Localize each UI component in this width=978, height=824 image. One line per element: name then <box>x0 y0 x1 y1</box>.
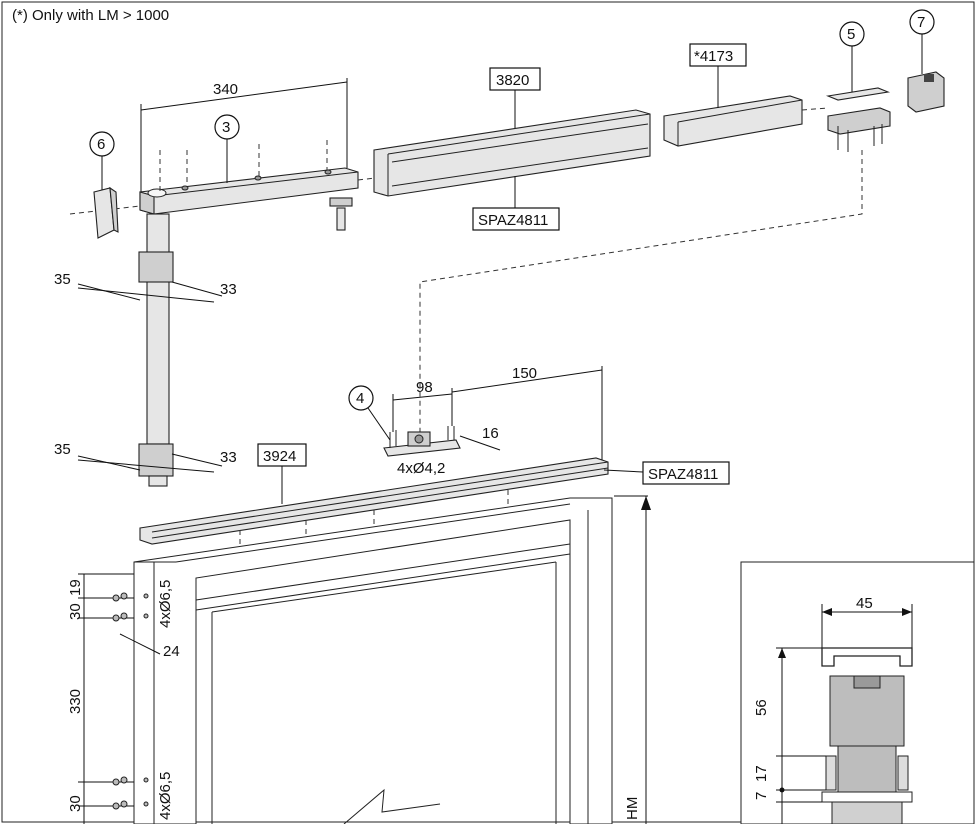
dim-holes-upper: 35 33 <box>54 271 237 303</box>
callout-7-label: 7 <box>917 14 925 31</box>
section-detail: 45 56 17 7 <box>740 561 975 824</box>
dim-label-330: 330 <box>67 689 84 714</box>
label-3820: 3820 <box>496 72 529 89</box>
section-label-45: 45 <box>856 595 873 612</box>
dim-frame-left: 19 30 330 30 4xØ6,5 4xØ6,5 24 <box>67 573 180 824</box>
dim-label-24: 24 <box>163 643 180 660</box>
label-4173: *4173 <box>694 48 733 65</box>
dim-label-30-top: 30 <box>67 603 84 620</box>
dim-label-35-lower: 35 <box>54 441 71 458</box>
dashed-leader <box>419 150 863 432</box>
dim-label-hm: HM <box>624 797 641 820</box>
dim-label-35-upper: 35 <box>54 271 71 288</box>
track-3924: 3924 SPAZ4811 <box>139 443 730 548</box>
dim-label-98: 98 <box>416 379 433 396</box>
axis-line-mid <box>357 177 376 181</box>
section-label-17: 17 <box>753 765 770 782</box>
label-spaz4811-top: SPAZ4811 <box>478 212 548 229</box>
callout-4-label: 4 <box>356 390 364 407</box>
axis-line-left <box>69 205 141 215</box>
end-cap-part-6: 6 <box>89 131 119 239</box>
dim-label-340: 340 <box>213 81 238 98</box>
callout-3: 3 <box>214 114 240 183</box>
door-frame <box>133 497 613 824</box>
rail-4173: *4173 <box>663 43 803 147</box>
dim-label-holes-upper: 4xØ6,5 <box>157 580 174 628</box>
callout-6-label: 6 <box>97 136 105 153</box>
bracket-assembly <box>138 167 359 487</box>
section-label-56: 56 <box>753 699 770 716</box>
dim-label-150: 150 <box>512 365 537 382</box>
rail-3820: 3820 SPAZ4811 <box>373 67 651 231</box>
end-block-part-7: 7 <box>907 9 945 113</box>
dim-label-holes-trolley: 4xØ4,2 <box>397 460 445 477</box>
dim-label-33-lower: 33 <box>220 449 237 466</box>
dim-height: HM <box>614 495 651 824</box>
note-text: (*) Only with LM > 1000 <box>12 7 169 24</box>
dim-label-16: 16 <box>482 425 499 442</box>
axis-line-right <box>801 107 829 111</box>
stopper-part-5: 5 <box>825 21 891 152</box>
section-label-7: 7 <box>753 792 770 800</box>
dim-label-33-upper: 33 <box>220 281 237 298</box>
dim-label-19: 19 <box>67 579 84 596</box>
dim-holes-lower: 35 33 <box>54 441 237 473</box>
callout-5-label: 5 <box>847 26 855 43</box>
label-spaz4811-right: SPAZ4811 <box>648 466 718 483</box>
trolley-part-4: 4 <box>348 385 461 457</box>
callout-3-label: 3 <box>222 119 230 136</box>
dim-label-30-bottom: 30 <box>67 795 84 812</box>
label-3924: 3924 <box>263 448 296 465</box>
dim-label-holes-lower: 4xØ6,5 <box>157 772 174 820</box>
dim-bracket-length: 340 <box>140 78 348 192</box>
dim-trolley: 98 150 16 4xØ4,2 <box>392 365 603 477</box>
